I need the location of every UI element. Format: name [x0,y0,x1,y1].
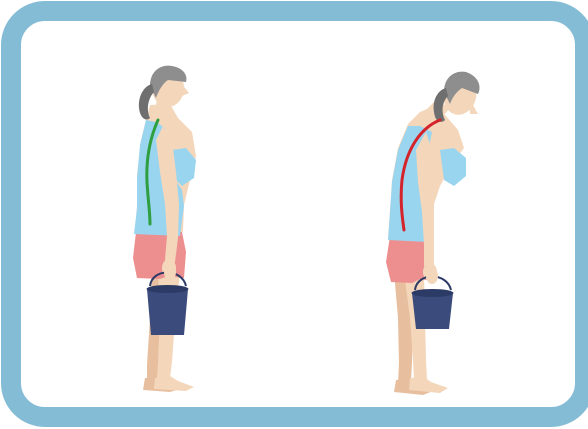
bucket-rim [147,285,189,293]
frame-border [11,11,585,417]
gripping-hand [164,264,176,280]
shorts [133,232,186,279]
bucket-rim [412,289,454,297]
upright-posture-figure [133,66,196,392]
bent-posture-figure [386,72,481,395]
bucket [147,289,188,335]
front-foot [154,376,194,391]
gripping-hand [426,268,438,284]
bucket [412,293,453,329]
nose [182,84,189,96]
chest [440,148,466,186]
